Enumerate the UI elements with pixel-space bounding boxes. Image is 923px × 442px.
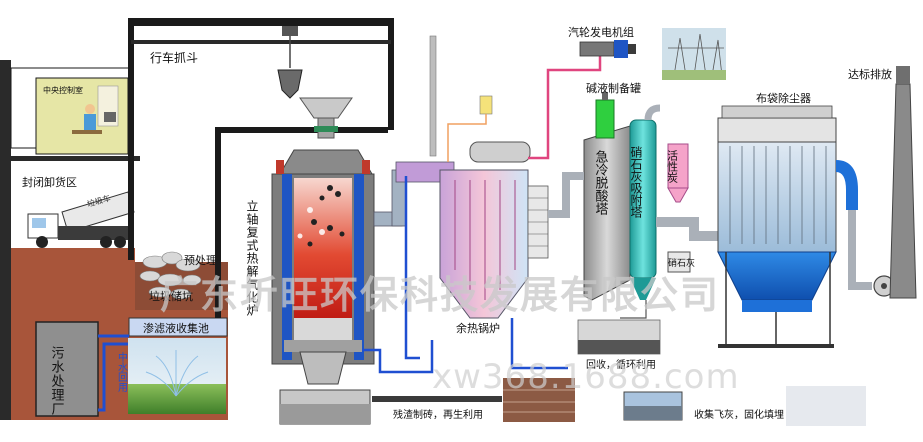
crane-label: 行车抓斗 — [150, 50, 198, 65]
bag-filter-label: 布袋除尘器 — [756, 91, 811, 105]
leachate-pool-label: 渗滤液收集池 — [143, 321, 209, 335]
feed-hopper — [299, 97, 353, 119]
leachate-pool — [128, 317, 228, 337]
turbine-label: 汽轮发电机组 — [568, 25, 634, 39]
lime-tower-label: 硝石灰吸附塔 — [629, 146, 643, 219]
waste-heat-boiler-label: 余热锅炉 — [456, 321, 500, 335]
pyrolysis-furnace — [271, 149, 375, 385]
wastewater-label: 污水处理厂 — [49, 346, 65, 416]
fly-ash-photo — [786, 386, 866, 426]
bag-filter — [717, 105, 858, 348]
quench-tower — [548, 92, 631, 301]
quench-tower-label: 急冷脱酸塔 — [593, 150, 609, 215]
lime-adsorption-tower — [629, 104, 661, 300]
waste-heat-boiler — [439, 141, 549, 319]
steam-pipe — [528, 56, 602, 160]
wastewater-plant — [35, 321, 99, 417]
stack — [889, 83, 917, 299]
reuse-label: 回收，循环利用 — [586, 358, 656, 371]
alkali-tank-label: 碱液制备罐 — [586, 81, 641, 95]
water-loop — [362, 176, 568, 374]
garbage-truck: 垃圾车 — [27, 191, 135, 248]
building-wall — [0, 60, 11, 420]
brick-photo — [503, 378, 575, 422]
unloading-label: 封闭卸货区 — [22, 175, 77, 189]
control-room-label: 中央控制室 — [43, 85, 83, 95]
furnace-label: 立轴复式热解气化炉 — [245, 199, 259, 317]
grab-bucket — [277, 69, 303, 99]
lime-bin — [667, 251, 691, 273]
slag-label: 残渣制砖，再生利用 — [393, 408, 483, 421]
lime-label: 硝石灰 — [668, 257, 695, 269]
stack-label: 达标排放 — [848, 67, 892, 81]
activated-carbon-label: 活性炭 — [666, 150, 679, 184]
watermark-site: xw368.1688.com — [432, 357, 740, 397]
pretreatment-label: 预处理 — [184, 254, 217, 267]
water-reuse-label: 中水回用 — [116, 351, 128, 393]
yellow-tank — [479, 95, 493, 115]
watermark-company: 广东圻旺环保科技发展有限公司 — [160, 273, 720, 317]
slag-conveyor — [372, 396, 502, 402]
turbine-generator — [579, 40, 636, 58]
fly-ash-label: 收集飞灰，固化填埋 — [694, 408, 784, 421]
garbage-pit-label: 垃圾储坑 — [149, 289, 193, 303]
